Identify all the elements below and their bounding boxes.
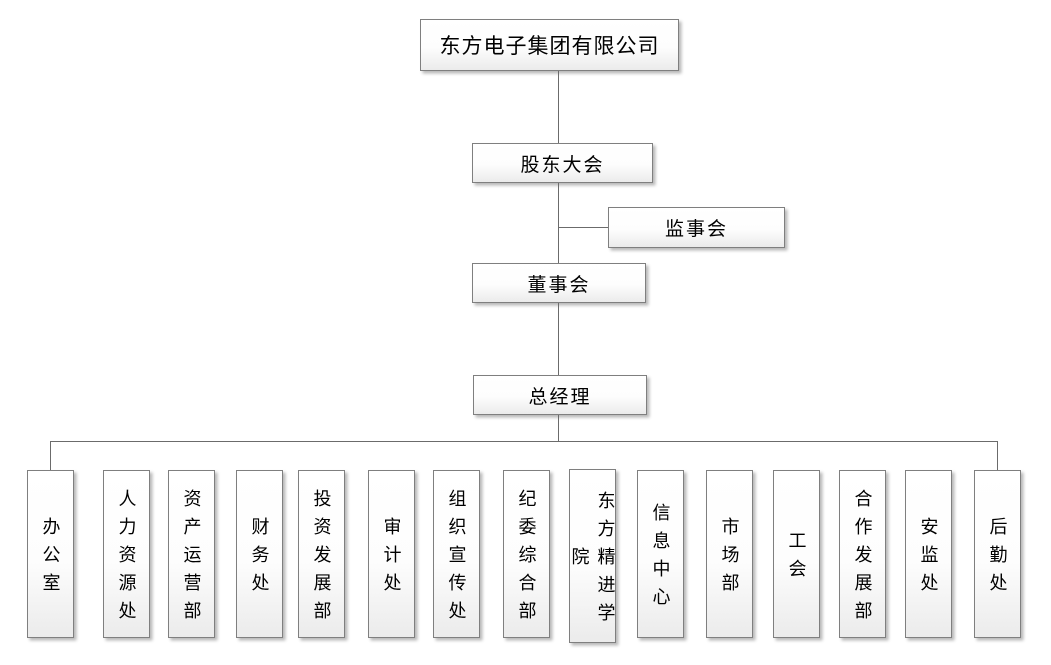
dept-box-8: 纪委综合部 (503, 470, 550, 638)
dept-box-12: 工会 (773, 470, 820, 638)
dept-box-2: 人力资源处 (103, 470, 150, 638)
dept-box-3: 资产运营部 (168, 470, 215, 638)
dept-box-13: 合作发展部 (839, 470, 886, 638)
dept-box-9: 东方精进学院 (569, 469, 616, 643)
dept-box-1: 办公室 (27, 470, 74, 638)
connector-gm-to-rail (558, 415, 559, 441)
dept-box-7: 组织宣传处 (433, 470, 480, 638)
dept-box-5: 投资发展部 (298, 470, 345, 638)
connector-board-to-gm (558, 303, 559, 375)
connector-branch-supervisory (558, 227, 608, 228)
org-node-supervisory-board: 监事会 (608, 207, 785, 248)
dept-box-10: 信息中心 (637, 470, 684, 638)
dept-box-11: 市场部 (706, 470, 753, 638)
connector-rail-left-drop (50, 441, 51, 470)
org-node-board-of-directors: 董事会 (472, 263, 646, 303)
connector-department-rail (50, 441, 998, 442)
org-node-general-manager: 总经理 (473, 375, 647, 415)
connector-shareholders-to-board (558, 183, 559, 263)
dept-box-14: 安监处 (905, 470, 952, 638)
org-node-shareholders-meeting: 股东大会 (472, 143, 653, 183)
connector-rail-right-drop (997, 441, 998, 470)
dept-box-15: 后勤处 (974, 470, 1021, 638)
dept-box-4: 财务处 (236, 470, 283, 638)
dept-box-6: 审计处 (368, 470, 415, 638)
connector-company-to-shareholders (558, 71, 559, 143)
org-node-company: 东方电子集团有限公司 (420, 19, 679, 71)
